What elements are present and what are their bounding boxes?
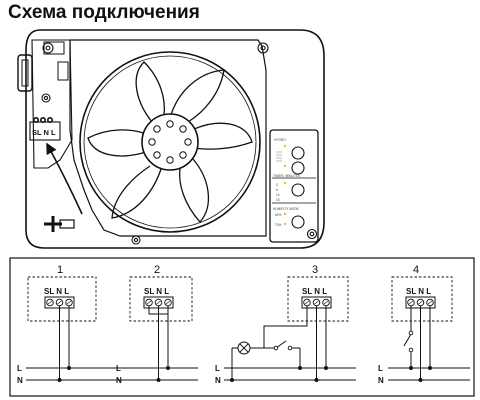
lamp-symbol <box>237 341 251 355</box>
panel-leds <box>283 144 287 226</box>
diagram-3-line-L: L <box>215 364 220 373</box>
terminal-blocks <box>44 296 436 309</box>
control-panel <box>269 129 319 243</box>
electronics-compartment <box>31 39 73 169</box>
switch-contacts <box>273 345 293 351</box>
diagram-1-line-L: L <box>17 364 22 373</box>
fan-blades <box>87 61 253 223</box>
diagram-2-box <box>129 276 193 322</box>
hub-holes <box>148 120 192 164</box>
panel-humidity-value-2: 70% <box>275 223 282 227</box>
panel-section-timer: TIMER / MINUTES <box>273 174 300 178</box>
fan-unit <box>17 29 325 249</box>
diagram-1-line-N: N <box>17 376 23 385</box>
wiring-panel-frame <box>9 257 475 397</box>
panel-section-hygro: HYGRO <box>274 138 286 142</box>
pointer-arrow <box>46 142 83 215</box>
fan-ring <box>79 51 261 233</box>
device-terminal-label: SL N L <box>32 128 56 137</box>
diagram-3-terminal-label: SL N L <box>302 287 327 296</box>
panel-buttons <box>291 146 305 229</box>
fan-hub <box>141 113 199 171</box>
panel-timer-value-2: 6 <box>276 188 278 192</box>
diagram-1-terminal-label: SL N L <box>44 287 69 296</box>
supply-lines <box>26 367 470 381</box>
fan-frame-inner <box>69 39 267 237</box>
terminal-screws <box>46 298 434 307</box>
mounting-holes <box>41 42 318 245</box>
panel-timer-value-4: 15 <box>276 198 280 202</box>
panel-timer-value-3: 10 <box>276 193 280 197</box>
diagram-number-4: 4 <box>413 264 419 276</box>
diagram-4-box <box>391 276 453 322</box>
diagram-number-2: 2 <box>154 264 160 276</box>
mounting-clip <box>17 54 33 92</box>
diagram-1-wires <box>59 306 70 380</box>
panel-section-humidity: HUMIDITY MODE <box>273 207 299 211</box>
diagram-2-terminal-label: SL N L <box>144 287 169 296</box>
diagram-3-line-N: N <box>215 376 221 385</box>
panel-humidity-value-1: 60% <box>275 213 282 217</box>
diagram-number-1: 1 <box>57 264 63 276</box>
panel-timer-value-1: 3 <box>276 183 278 187</box>
diagram-3-box <box>287 276 349 322</box>
cross-symbol <box>44 216 62 232</box>
diagram-4-terminal-label: SL N L <box>406 287 431 296</box>
diagram-4-wires <box>403 306 431 380</box>
diagram-number-3: 3 <box>312 264 318 276</box>
diagram-1-box <box>27 276 97 322</box>
screw-slots <box>47 300 433 305</box>
diagram-2-line-L: L <box>116 364 121 373</box>
diagram-3-wires <box>231 306 327 380</box>
diagram-4-line-N: N <box>378 376 384 385</box>
page-title: Схема подключения <box>8 2 200 23</box>
diagram-4-line-L: L <box>378 364 383 373</box>
switch-4-contacts <box>408 330 414 353</box>
diagram-2-wires <box>148 306 169 380</box>
diagram-2-line-N: N <box>116 376 122 385</box>
junction-dots <box>57 366 432 382</box>
